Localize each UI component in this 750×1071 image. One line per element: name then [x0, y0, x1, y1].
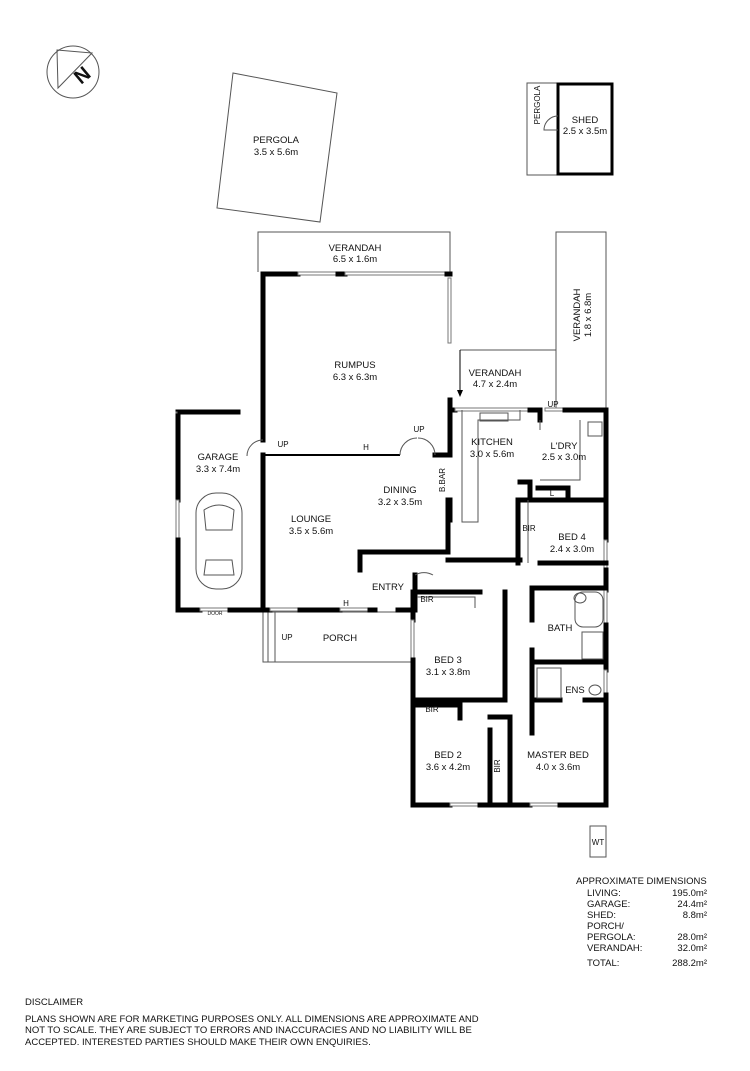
- bath-label: BATH: [548, 623, 573, 634]
- linen-label: L: [550, 489, 555, 498]
- ensuite-label: ENS: [565, 685, 585, 696]
- garage-door-label: DOOR: [208, 611, 223, 617]
- svg-text:6.5 x 1.6m: 6.5 x 1.6m: [333, 254, 377, 265]
- disclaimer: DISCLAIMER PLANS SHOWN ARE FOR MARKETING…: [25, 997, 725, 1048]
- heater-label: H: [363, 443, 369, 452]
- verandah-middle: VERANDAH 4.7 x 2.4m: [457, 349, 556, 397]
- bed3-size: 3.1 x 3.8m: [426, 667, 470, 678]
- laundry-label: L'DRY: [551, 441, 579, 452]
- master-bir-label: BIR: [493, 759, 502, 773]
- bed3-label: BED 3: [434, 655, 461, 666]
- svg-text:PORCH: PORCH: [323, 633, 357, 644]
- garage-label: GARAGE: [198, 452, 239, 463]
- verandah-top: VERANDAH 6.5 x 1.6m: [257, 231, 451, 272]
- svg-text:3.5 x 5.6m: 3.5 x 5.6m: [254, 147, 298, 158]
- dining-label: DINING: [383, 485, 416, 496]
- rumpus-size: 6.3 x 6.3m: [333, 372, 377, 383]
- step-up-label: UP: [281, 633, 292, 642]
- bed2-label: BED 2: [434, 750, 461, 761]
- svg-text:VERANDAH: VERANDAH: [469, 368, 522, 379]
- approximate-dimensions: APPROXIMATE DIMENSIONS LIVING:195.0m² GA…: [576, 876, 707, 969]
- lounge-size: 3.5 x 5.6m: [289, 526, 333, 537]
- car-icon: [195, 492, 243, 590]
- garage-size: 3.3 x 7.4m: [196, 464, 240, 475]
- bed4-label: BED 4: [558, 532, 585, 543]
- bed2-size: 3.6 x 4.2m: [426, 762, 470, 773]
- lounge-label: LOUNGE: [291, 514, 331, 525]
- dimension-total: TOTAL:288.2m²: [587, 958, 707, 969]
- dining-size: 3.2 x 3.5m: [378, 497, 422, 508]
- pergola: PERGOLA 3.5 x 5.6m: [216, 72, 338, 223]
- walls: [175, 271, 609, 808]
- step-up-label: UP: [413, 425, 424, 434]
- disclaimer-line: PLANS SHOWN ARE FOR MARKETING PURPOSES O…: [25, 1013, 479, 1025]
- disclaimer-line: NOT TO SCALE. THEY ARE SUBJECT TO ERRORS…: [25, 1025, 472, 1036]
- bed4-size: 2.4 x 3.0m: [550, 544, 594, 555]
- dimension-row: VERANDAH:32.0m²: [587, 943, 707, 954]
- rumpus-label: RUMPUS: [334, 360, 375, 371]
- dimension-row: GARAGE:24.4m²: [587, 899, 707, 910]
- step-up-label: UP: [547, 400, 558, 409]
- disclaimer-heading: DISCLAIMER: [25, 997, 84, 1008]
- kitchen-label: KITCHEN: [471, 437, 513, 448]
- svg-text:2.5 x 3.5m: 2.5 x 3.5m: [563, 126, 607, 137]
- dimension-row: SHED:8.8m²: [587, 910, 707, 921]
- breakfast-bar-label: B.BAR: [438, 468, 447, 492]
- verandah-right: VERANDAH 1.8 x 6.8m: [555, 231, 607, 410]
- north-arrow-icon: N: [46, 45, 100, 99]
- bed3-bir-label: BIR: [420, 595, 434, 604]
- master-bed-size: 4.0 x 3.6m: [536, 762, 580, 773]
- svg-text:PERGOLA: PERGOLA: [533, 85, 542, 124]
- svg-text:VERANDAH: VERANDAH: [329, 243, 382, 254]
- dimension-row: LIVING:195.0m²: [587, 888, 707, 899]
- water-tank-label: WT: [592, 838, 605, 847]
- svg-text:PERGOLA: PERGOLA: [253, 135, 300, 146]
- master-bed-label: MASTER BED: [527, 750, 589, 761]
- svg-text:4.7 x 2.4m: 4.7 x 2.4m: [473, 379, 517, 390]
- heater-label: H: [343, 599, 349, 608]
- laundry-size: 2.5 x 3.0m: [542, 452, 586, 463]
- dimensions-title: APPROXIMATE DIMENSIONS: [576, 876, 707, 887]
- dimension-row: PERGOLA:28.0m²: [587, 932, 707, 943]
- svg-text:VERANDAH: VERANDAH: [572, 288, 583, 341]
- svg-text:1.8 x 6.8m: 1.8 x 6.8m: [583, 293, 594, 337]
- shed: PERGOLA SHED 2.5 x 3.5m: [526, 82, 614, 176]
- bed4-bir-label: BIR: [522, 524, 536, 533]
- kitchen-size: 3.0 x 5.6m: [470, 449, 514, 460]
- dimension-row: PORCH/: [587, 921, 624, 932]
- bed2-bir-label: BIR: [425, 705, 439, 714]
- step-up-label: UP: [277, 440, 288, 449]
- disclaimer-line: ACCEPTED. INTERESTED PARTIES SHOULD MAKE…: [25, 1036, 371, 1048]
- svg-text:SHED: SHED: [572, 115, 599, 126]
- entry-label: ENTRY: [372, 582, 405, 593]
- svg-text:N: N: [70, 63, 95, 89]
